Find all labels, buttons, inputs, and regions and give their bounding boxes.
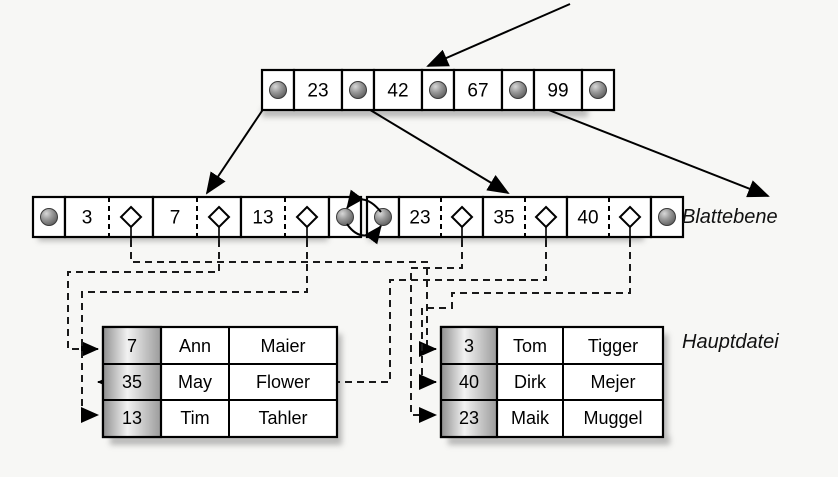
pointer-dot-icon: [374, 208, 392, 226]
leaf-right-key-2: 40: [577, 208, 598, 229]
root-key-2: 67: [467, 81, 488, 102]
incoming-root-arrow: [426, 3, 571, 67]
record-link-40: [419, 240, 631, 390]
table-row[interactable]: 35 May Flower: [122, 372, 310, 392]
root-key-cell-0: [292, 68, 344, 112]
record-links-right: [97, 240, 631, 423]
leaf-node-right[interactable]: 23 35 40: [365, 195, 685, 240]
row-last: Maier: [260, 336, 305, 356]
pointer-dot-icon: [40, 208, 58, 226]
row-last: Mejer: [590, 372, 635, 392]
root-pointer-4[interactable]: [580, 68, 616, 112]
pointer-dot-icon: [509, 81, 527, 99]
record-link-7: [67, 240, 220, 357]
row-last: Flower: [256, 372, 310, 392]
root-key-1: 42: [387, 81, 408, 102]
record-links-left: [67, 240, 437, 423]
row-first: Ann: [179, 336, 211, 356]
label-hauptdatei: Hauptdatei: [682, 331, 779, 353]
pointer-dot-icon: [658, 208, 676, 226]
leaf-left-key-1: 7: [170, 208, 181, 229]
label-blattebene: Blattebene: [682, 206, 778, 228]
row-key: 23: [459, 408, 479, 428]
root-to-leaf-arrows: [205, 95, 770, 198]
table-row[interactable]: 7 Ann Maier: [127, 336, 306, 356]
pointer-dot-icon: [336, 208, 354, 226]
row-first: Tom: [513, 336, 547, 356]
pointer-dot-icon: [429, 81, 447, 99]
main-file-table-right[interactable]: 3 Tom Tigger 40 Dirk Mejer 23 Maik Mugge…: [439, 325, 665, 439]
row-first: Maik: [511, 408, 550, 428]
leaf-left-key-2: 13: [252, 208, 273, 229]
row-key: 13: [122, 408, 142, 428]
row-key: 7: [127, 336, 137, 356]
row-key: 40: [459, 372, 479, 392]
table-row[interactable]: 23 Maik Muggel: [459, 408, 643, 428]
record-link-35: [97, 240, 547, 390]
row-key: 3: [464, 336, 474, 356]
row-key: 35: [122, 372, 142, 392]
row-first: Tim: [180, 408, 209, 428]
table-row[interactable]: 40 Dirk Mejer: [459, 372, 636, 392]
row-first: May: [178, 372, 212, 392]
pointer-dot-icon: [589, 81, 607, 99]
table-row[interactable]: 13 Tim Tahler: [122, 408, 308, 428]
leaf-left-key-0: 3: [82, 208, 93, 229]
leaf-sibling-link: [346, 189, 382, 245]
leaf-node-left[interactable]: 3 7 13: [31, 195, 363, 240]
record-link-3: [130, 240, 437, 357]
record-link-13: [81, 240, 308, 423]
root-node[interactable]: 23 42 67 99: [260, 68, 616, 112]
table-row[interactable]: 3 Tom Tigger: [464, 336, 638, 356]
row-first: Dirk: [514, 372, 547, 392]
pointer-dot-icon: [349, 81, 367, 99]
main-file-table-left[interactable]: 7 Ann Maier 35 May Flower 13 Tim Tahler: [101, 325, 339, 439]
root-key-0: 23: [307, 81, 328, 102]
row-last: Tahler: [258, 408, 307, 428]
leaf-right-key-0: 23: [409, 208, 430, 229]
pointer-dot-icon: [269, 81, 287, 99]
root-key-3: 99: [547, 81, 568, 102]
record-link-23: [410, 240, 463, 423]
leaf-right-key-1: 35: [493, 208, 514, 229]
row-last: Muggel: [583, 408, 642, 428]
row-last: Tigger: [588, 336, 638, 356]
